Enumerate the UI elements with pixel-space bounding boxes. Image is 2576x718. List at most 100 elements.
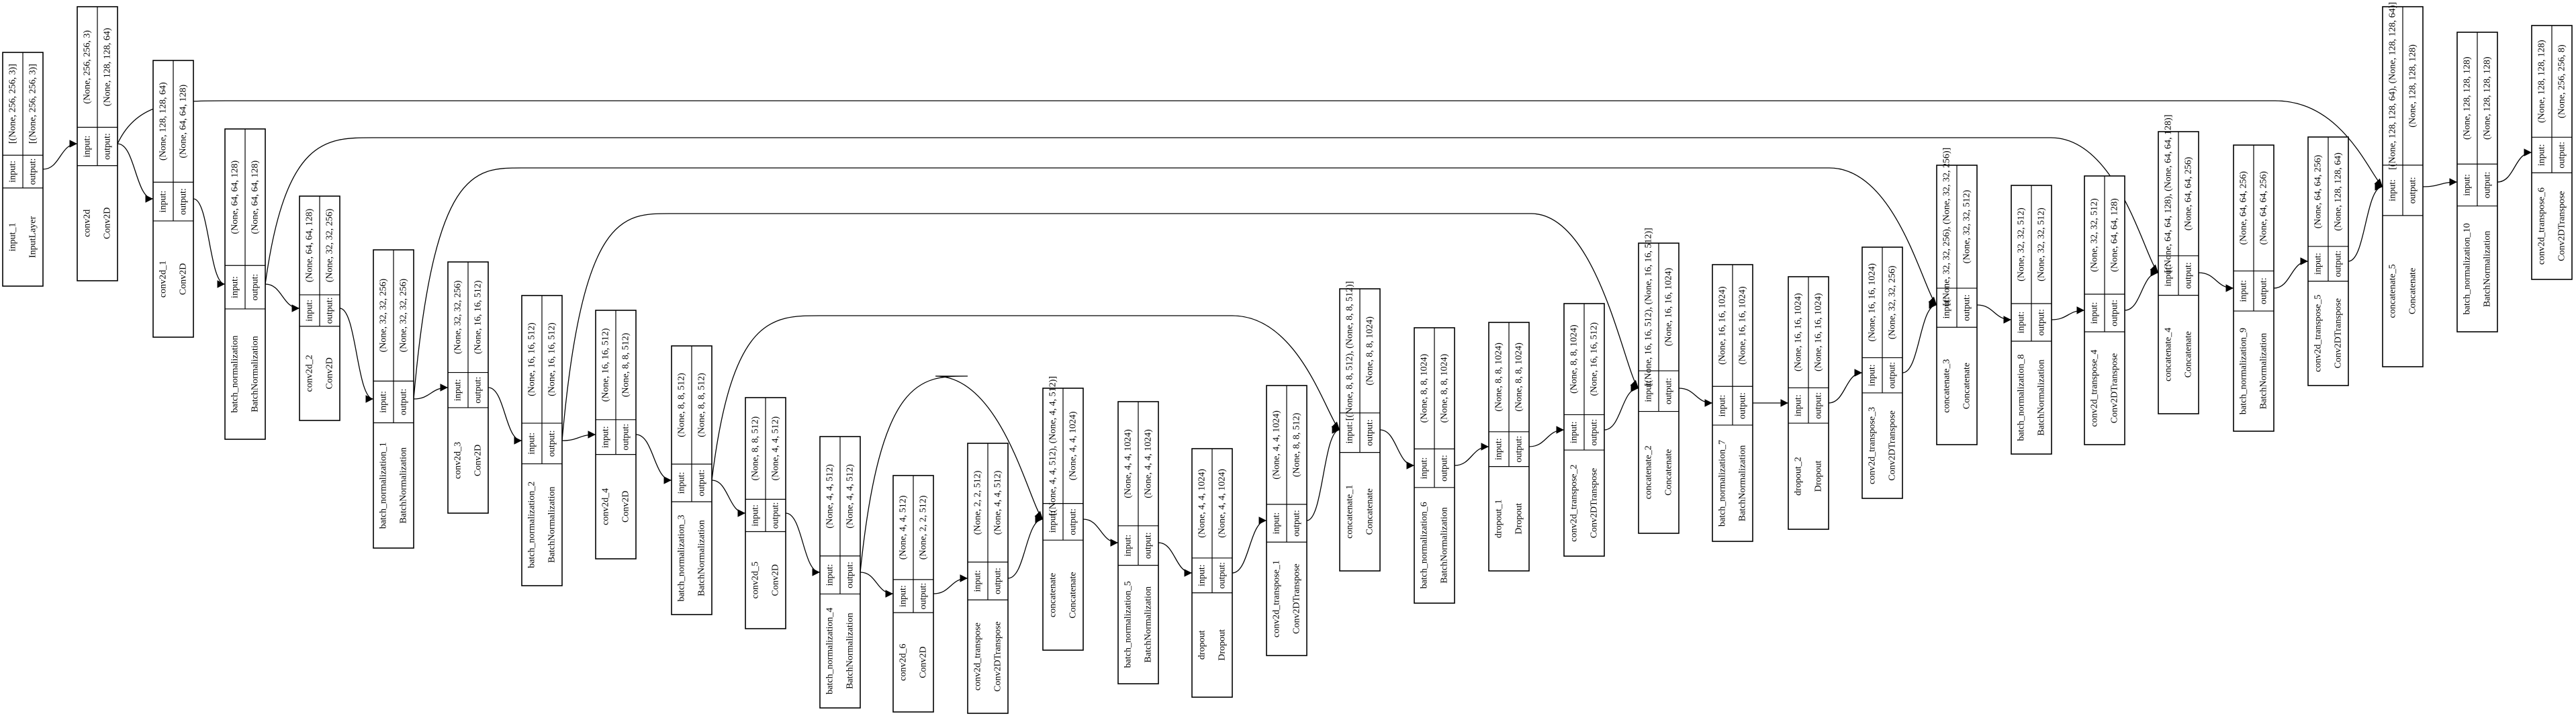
output-shape: (None, 32, 32, 512) (1962, 189, 1972, 263)
input-label: input: (1197, 564, 1207, 586)
node-name: batch_normalization_1 (379, 442, 389, 529)
input-label: input: (1868, 364, 1878, 386)
node-name: conv2d (83, 210, 93, 237)
output-label: output: (1738, 392, 1748, 419)
node-type: Conv2DTranspose (1292, 564, 1302, 634)
output-shape: (None, 16, 16, 512) (547, 322, 557, 396)
output-shape: (None, 4, 4, 512) (993, 470, 1003, 535)
output-label: output: (2037, 309, 2047, 336)
input-label: input: (601, 426, 611, 448)
node-type: BatchNormalization (547, 487, 557, 564)
node-type: Conv2D (103, 208, 113, 239)
input-shape: (None, 16, 16, 1024) (1718, 286, 1728, 365)
node-name: concatenate_2 (1644, 445, 1654, 499)
node-type: Conv2D (179, 263, 189, 295)
input-label: input: (1345, 422, 1355, 444)
node-name: conv2d_transpose_4 (2090, 349, 2100, 427)
input-shape: (None, 16, 16, 512) (527, 322, 537, 396)
node-name: conv2d_transpose_5 (2313, 295, 2324, 372)
input-shape: (None, 8, 8, 1024) (1494, 343, 1504, 412)
output-label: output: (1962, 294, 1972, 321)
input-shape: (None, 2, 2, 512) (973, 470, 983, 535)
output-shape: (None, 2, 2, 512) (919, 495, 929, 559)
output-shape: (None, 4, 4, 512) (771, 416, 781, 481)
output-label: output: (845, 562, 856, 588)
output-label: output: (2483, 172, 2493, 199)
node-name: dropout_2 (1794, 457, 1804, 496)
node-type: Conv2DTranspose (2110, 353, 2120, 424)
output-label: output: (621, 424, 631, 451)
input-label: input: (1494, 438, 1504, 460)
node-type: BatchNormalization (250, 336, 261, 412)
node-name: dropout_1 (1494, 500, 1504, 539)
input-shape: (None, 16, 16, 1024) (1794, 293, 1804, 371)
node-name: conv2d_6 (899, 643, 909, 680)
input-shape: (None, 256, 256, 3) (83, 30, 93, 104)
input-label: input: (2239, 280, 2249, 302)
node-name: concatenate_1 (1345, 485, 1355, 539)
node-type: BatchNormalization (697, 520, 707, 596)
input-label: input: (2537, 144, 2547, 166)
output-label: output: (2408, 177, 2418, 204)
edge-concatenate-2-to-batch-normalization-7 (1678, 388, 1713, 407)
input-label: input: (2313, 253, 2324, 275)
node-name: conv2d_transpose_3 (1868, 407, 1878, 484)
input-label: input: (1942, 297, 1952, 319)
edge-conv2d-5-to-batch-normalization-4 (785, 512, 821, 576)
edge-conv2d-transpose-2-to-concatenate-2 (1604, 384, 1639, 431)
node-type: BatchNormalization (2483, 231, 2493, 308)
edge-input-1-to-conv2d (42, 140, 78, 170)
input-shape: (None, 64, 64, 128) (305, 208, 315, 282)
input-label: input: (1048, 511, 1058, 533)
output-shape: (None, 8, 8, 1024) (1365, 316, 1375, 386)
output-shape: (None, 64, 64, 128) (179, 84, 189, 158)
edge-concatenate-3-to-batch-normalization-8 (1976, 304, 2012, 324)
node-type: Concatenate (1664, 449, 1674, 496)
input-shape: [(None, 256, 256, 3)] (8, 64, 18, 144)
node-type: Conv2D (473, 445, 484, 476)
node-type: Concatenate (1365, 488, 1375, 535)
node-type: Conv2DTranspose (1888, 410, 1898, 481)
output-label: output: (771, 502, 781, 529)
edge-batch-normalization-8-to-conv2d-transpose-4 (2051, 306, 2085, 320)
node-type: Conv2DTranspose (1590, 468, 1600, 539)
node-name: concatenate_4 (2164, 328, 2174, 382)
edge-conv2d-transpose-4-to-concatenate-4 (2124, 269, 2159, 311)
